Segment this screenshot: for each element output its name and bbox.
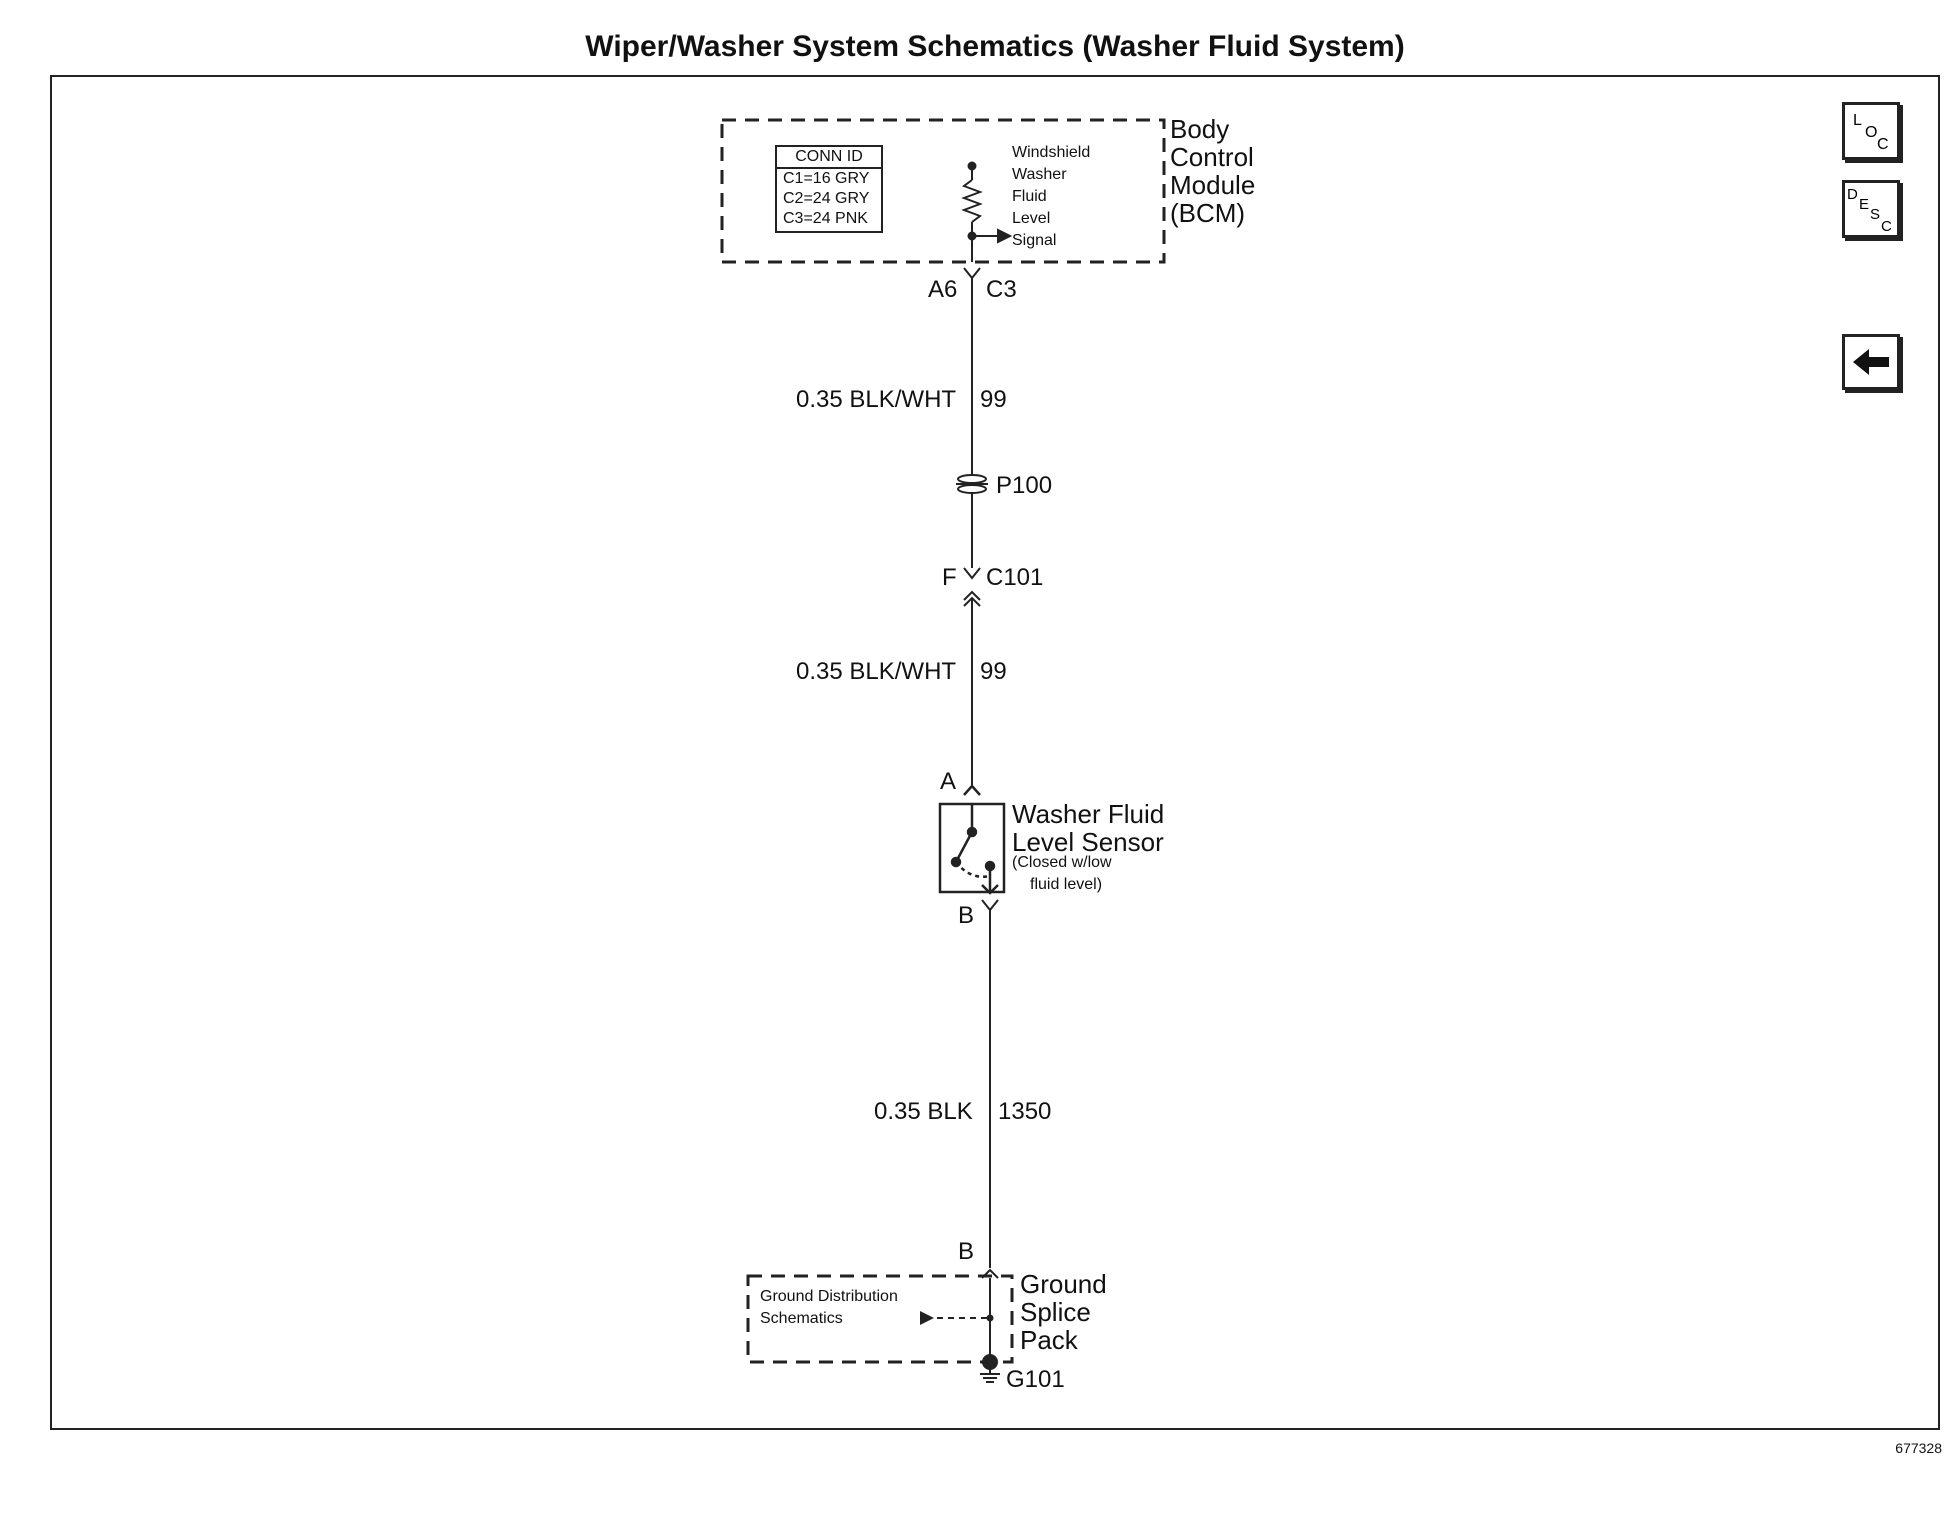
wire-2-circuit: 99 [980,658,1007,685]
svg-text:L: L [1853,112,1862,129]
left-arrow-icon [1853,349,1889,375]
ground-g101-symbol [980,1354,1000,1383]
wire-3-size-color: 0.35 BLK [874,1098,973,1125]
loc-button[interactable]: L O C [1842,102,1900,160]
conn-id-header: CONN ID [777,147,881,169]
conn-id-row: C1=16 GRY [783,170,870,187]
sensor-pin-a-label: A [940,768,957,795]
ground-ref-arrow [920,1311,934,1325]
sensor-name-line-2: Level Sensor [1012,827,1164,857]
svg-text:E: E [1859,196,1869,213]
bcm-connector-symbol [963,267,981,280]
bcm-name-line-3: Module [1170,170,1256,200]
conn-id-table: CONN ID C1=16 GRY C2=24 GRY C3=24 PNK [775,145,883,233]
signal-label-line-3: Fluid [1012,188,1047,205]
signal-label-line-1: Windshield [1012,144,1091,161]
bcm-box [720,118,1166,264]
splice-label: P100 [996,472,1053,499]
ground-splice-name-line-2: Splice [1020,1297,1091,1327]
bcm-name-line-1: Body [1170,114,1230,144]
svg-text:C: C [1877,136,1889,153]
desc-button[interactable]: D E S C [1842,180,1900,238]
bcm-name-line-4: (BCM) [1170,198,1246,228]
bcm-name-line-2: Control [1170,142,1254,172]
wire-1-size-color: 0.35 BLK/WHT [796,386,957,413]
ground-pin-label: B [958,1238,975,1265]
signal-resistor-symbol [961,161,1013,262]
bcm-pin-label: A6 [928,276,958,303]
sensor-note-line-1: (Closed w/low [1012,854,1112,871]
svg-text:S: S [1870,206,1880,223]
signal-label-line-4: Level [1012,210,1051,227]
ground-splice-name-line-3: Pack [1020,1325,1078,1355]
signal-label-line-5: Signal [1012,232,1057,249]
ground-splice-name-line-1: Ground [1020,1269,1107,1299]
document-number: 677328 [1895,1440,1942,1456]
schematic-frame [50,75,1940,1430]
svg-text:O: O [1865,124,1877,141]
ground-ref-line-2[interactable]: Schematics [760,1310,843,1327]
svg-text:C: C [1881,218,1892,235]
splice-p100-symbol [956,474,988,494]
wire-1-circuit: 99 [980,386,1007,413]
wire-2-size-color: 0.35 BLK/WHT [796,658,957,685]
ground-splice-box [746,1274,1014,1364]
ground-label: G101 [1006,1366,1065,1393]
back-button[interactable] [1842,334,1900,390]
bcm-connector-label: C3 [986,276,1017,303]
conn-id-row: C3=24 PNK [783,210,868,227]
wire-3-circuit: 1350 [998,1098,1052,1125]
ground-ref-line-1[interactable]: Ground Distribution [760,1288,898,1305]
inline-connector-label: C101 [986,564,1044,591]
washer-fluid-sensor-symbol [938,784,1006,895]
diagram-title: Wiper/Washer System Schematics (Washer F… [585,30,1405,63]
inline-pin-label: F [942,564,957,591]
loc-icon: L O C [1853,112,1889,153]
conn-id-row: C2=24 GRY [783,190,870,207]
signal-label-line-2: Washer [1012,166,1067,183]
sensor-note-line-2: fluid level) [1030,876,1103,893]
svg-text:D: D [1847,186,1858,203]
desc-icon: D E S C [1847,186,1892,235]
sensor-name-line-1: Washer Fluid [1012,799,1165,829]
sensor-connector-b-symbol [981,899,999,912]
sensor-pin-b-label: B [958,902,975,929]
